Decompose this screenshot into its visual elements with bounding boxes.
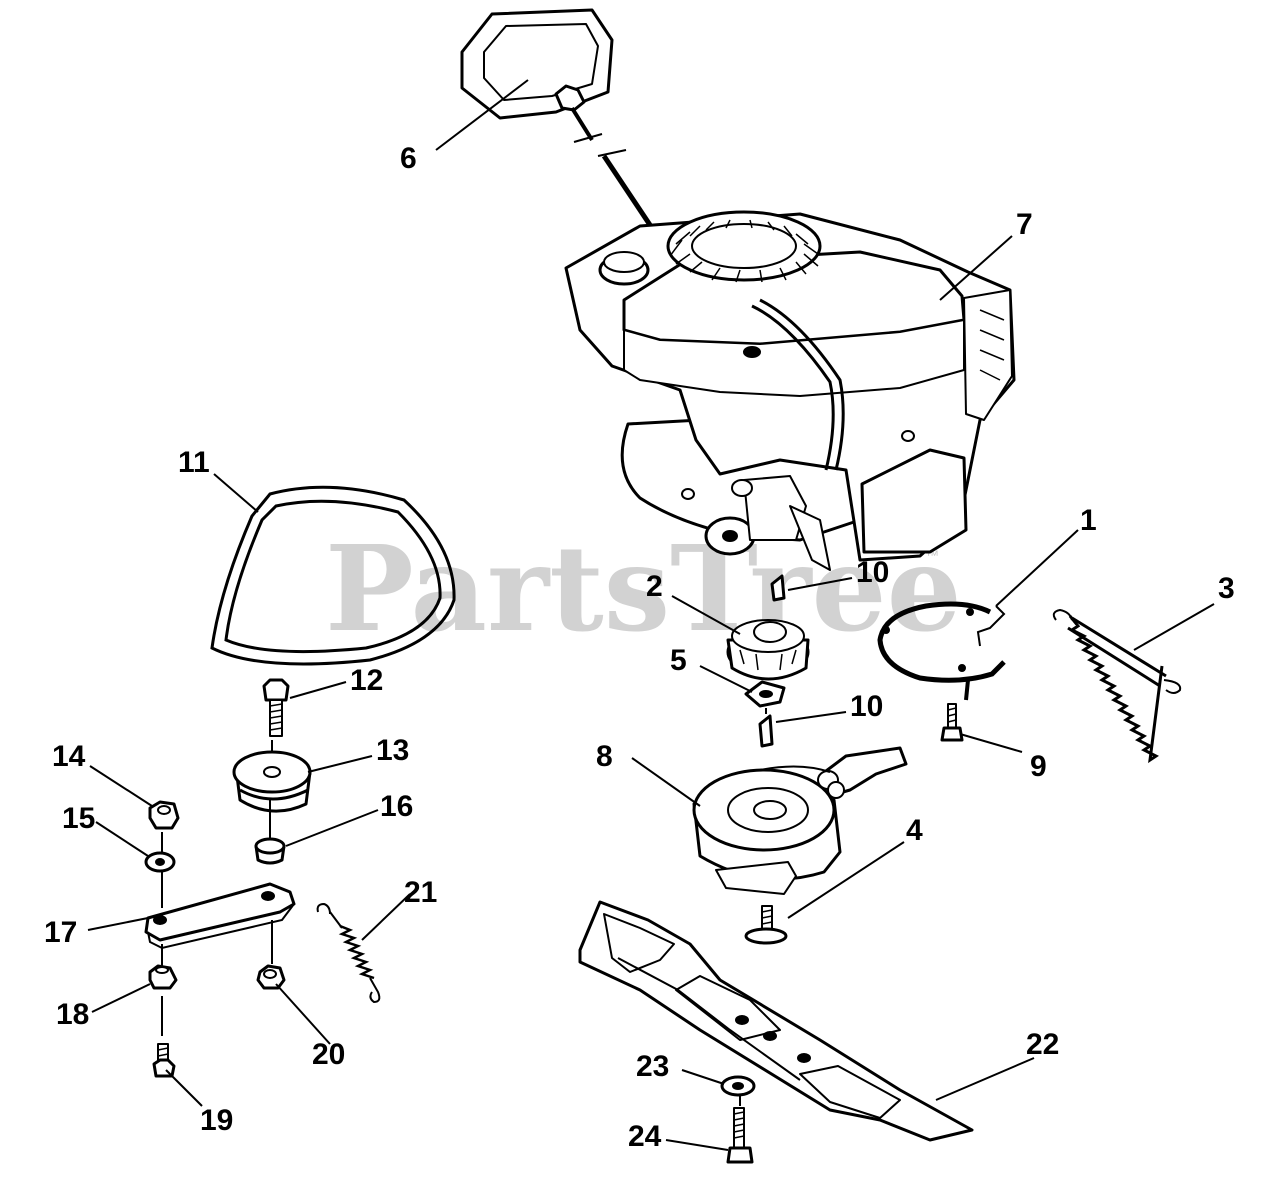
callout-17: 17 — [44, 916, 77, 949]
callout-1: 1 — [1080, 504, 1097, 537]
part-23-washer[interactable] — [720, 1075, 756, 1097]
part-5-washer[interactable] — [744, 680, 786, 708]
part-13-idler-pulley[interactable] — [232, 750, 312, 813]
part-14-nut[interactable] — [148, 800, 180, 830]
part-19-bolt[interactable] — [152, 1043, 176, 1078]
callout-7: 7 — [1016, 208, 1033, 241]
part-10-key-lower[interactable] — [758, 714, 774, 748]
watermark-text: PartsTree — [325, 519, 962, 658]
part-22-blade[interactable] — [578, 900, 974, 1142]
callout-15: 15 — [62, 802, 95, 835]
part-24-blade-bolt[interactable] — [726, 1107, 754, 1164]
part-11-belt[interactable] — [210, 485, 456, 666]
part-20-nut[interactable] — [256, 964, 286, 990]
callout-labels: 1 2 3 4 5 6 7 8 9 10 10 11 12 13 14 15 1… — [44, 142, 1235, 1153]
part-21-idler-spring[interactable] — [316, 902, 381, 1004]
callout-10-upper: 10 — [856, 556, 889, 589]
watermark: PartsTree ™ — [325, 519, 962, 658]
callout-6: 6 — [400, 142, 417, 175]
callout-16: 16 — [380, 790, 413, 823]
part-8-brake-clutch[interactable] — [692, 746, 908, 895]
callout-18: 18 — [56, 998, 89, 1031]
part-2-blade-adapter[interactable] — [726, 619, 810, 681]
callout-23: 23 — [636, 1050, 669, 1083]
part-16-spacer[interactable] — [254, 837, 286, 865]
part-18-flanged-nut[interactable] — [148, 964, 178, 990]
callout-12: 12 — [350, 664, 383, 697]
callout-3: 3 — [1218, 572, 1235, 605]
callout-14: 14 — [52, 740, 86, 773]
callout-19: 19 — [200, 1104, 233, 1137]
callout-13: 13 — [376, 734, 409, 767]
callout-8: 8 — [596, 740, 613, 773]
part-9-bolt[interactable] — [940, 703, 964, 742]
part-15-washer[interactable] — [144, 851, 176, 873]
leader-lines — [87, 79, 1215, 1151]
alignment-lines — [161, 708, 767, 1106]
part-10-key-upper[interactable] — [770, 574, 786, 602]
part-4-bolt[interactable] — [744, 905, 788, 945]
starter-fins — [669, 219, 819, 283]
part-6-bail-handle[interactable] — [460, 8, 675, 260]
callout-22: 22 — [1026, 1028, 1059, 1061]
callout-9: 9 — [1030, 750, 1047, 783]
part-12-bolt[interactable] — [262, 678, 290, 737]
callout-24: 24 — [628, 1120, 662, 1153]
callout-11: 11 — [178, 446, 210, 479]
callout-2: 2 — [646, 570, 663, 603]
part-17-idler-arm[interactable] — [144, 882, 296, 950]
part-7-engine[interactable] — [564, 210, 1016, 571]
callout-20: 20 — [312, 1038, 345, 1071]
callout-5: 5 — [670, 644, 687, 677]
callout-4: 4 — [906, 814, 923, 847]
part-1-brake-bracket[interactable] — [877, 601, 1006, 701]
callout-10-lower: 10 — [850, 690, 883, 723]
part-3-extension-spring[interactable] — [1052, 608, 1182, 764]
callout-21: 21 — [404, 876, 437, 909]
